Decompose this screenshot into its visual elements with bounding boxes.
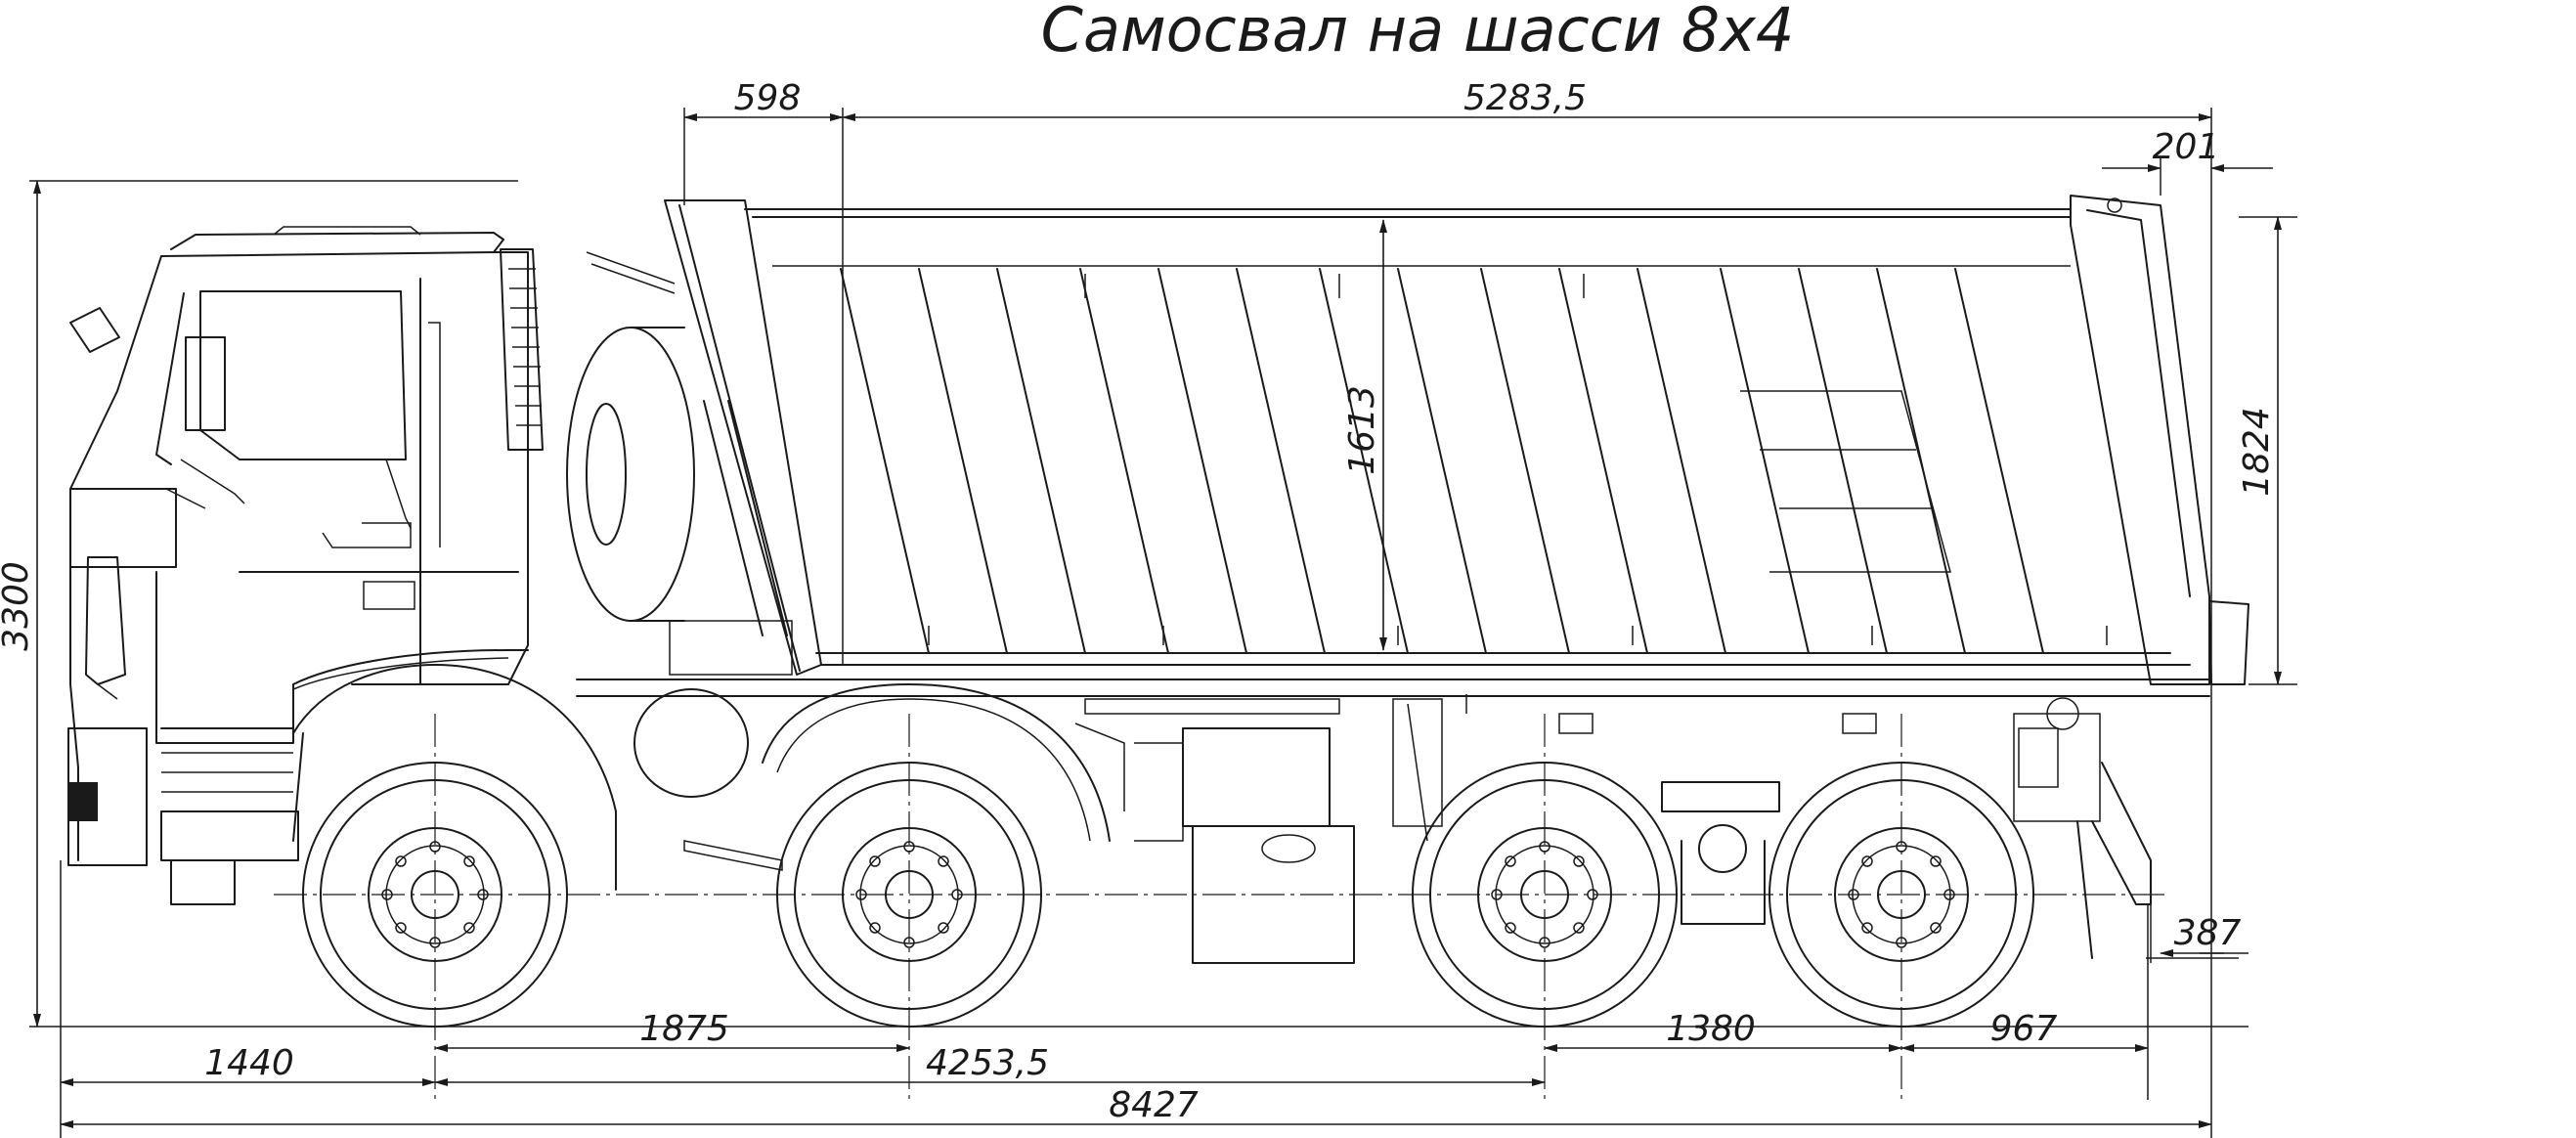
dim-body-side-height: 1613 [1342,385,1382,475]
air-tank [633,688,749,798]
dim-overall-length: 8427 [1109,1085,1199,1125]
fuel-tank [1074,722,1355,964]
dim-front-overhang: 1440 [204,1043,294,1083]
dim-rear-overhang: 967 [1990,1009,2058,1049]
rear-suspension [683,698,1780,925]
dim-body-height-rear: 1824 [2237,407,2277,497]
tipper-body [664,195,2249,685]
drawing-title: Самосвал на шасси 8x4 [1041,0,1795,66]
dim-tailgate-overhang: 201 [2153,127,2220,167]
dim-cab-gap: 598 [734,78,802,118]
dim-wheelbase: 4253,5 [926,1043,1049,1083]
dim-front-axle-spacing: 1875 [639,1009,729,1049]
spare-wheel [566,251,695,622]
wheel-arch-second-inner [776,698,1091,842]
wheel-arch-second [762,683,1111,842]
tipping-cylinder [669,400,793,676]
dim-body-length: 5283,5 [1463,78,1587,118]
dim-overall-height: 3300 [0,561,36,651]
dim-rear-axle-spacing: 1380 [1666,1009,1756,1049]
dim-underrun: 387 [2174,913,2242,953]
cab [67,226,617,905]
